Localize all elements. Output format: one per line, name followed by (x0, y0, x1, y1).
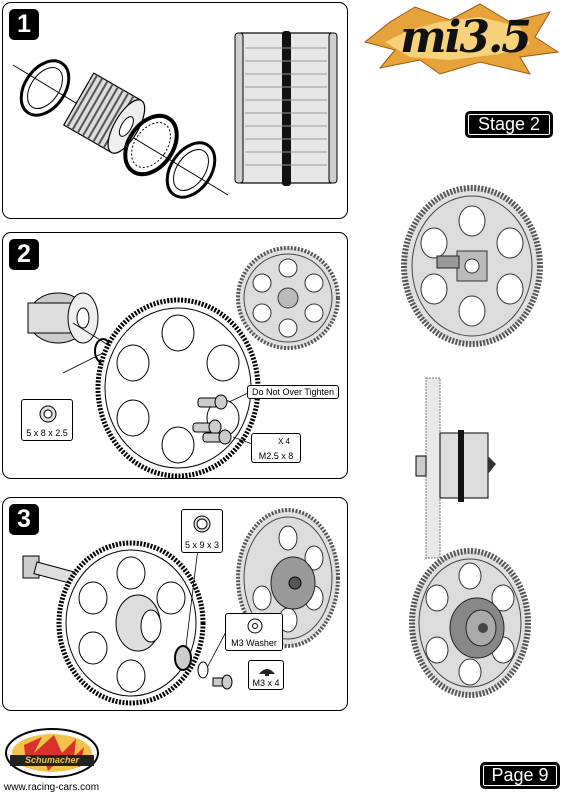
washer-size-label: 5 x 8 x 2.5 (21, 399, 73, 441)
step-2-panel: 2 (2, 232, 348, 479)
schumacher-logo-graphic (5, 728, 99, 778)
schumacher-logo: Schumacher (4, 727, 100, 779)
step-number-badge: 3 (9, 504, 39, 535)
washer-text: M3 Washer (231, 638, 277, 648)
step-3-panel: 3 5 x 9 x 3 (2, 497, 348, 711)
washer-size-text: 5 x 8 x 2.5 (26, 428, 68, 438)
logo-splash-graphic (363, 3, 560, 75)
step-3-exploded-diagram (22, 508, 340, 706)
completed-gear-assembly-illustration (409, 548, 531, 698)
bearing-size-label: 5 x 9 x 3 (181, 509, 223, 553)
website-url: www.racing-cars.com (4, 782, 100, 793)
screw-spec-label: X 4 M2.5 x 8 (251, 433, 301, 463)
screw-size-text: M2.5 x 8 (258, 451, 294, 461)
mi35-logo: mi3.5 (360, 2, 560, 77)
m3-washer-icon (247, 618, 263, 634)
schumacher-logo-text: Schumacher (24, 755, 80, 765)
step-1-exploded-diagram (12, 31, 338, 199)
side-view-illustration (415, 377, 496, 559)
bearing-size-text: 5 x 9 x 3 (184, 540, 220, 550)
screw-qty-text: X 4 (278, 437, 291, 446)
logo-text: mi3.5 (400, 12, 532, 63)
washer-label: M3 Washer (225, 613, 283, 651)
bearing-icon (193, 515, 211, 533)
screw-size-text: M3 x 4 (252, 678, 280, 688)
warning-label: Do Not Over Tighten (247, 385, 339, 399)
stage-badge: Stage 2 (465, 111, 553, 138)
page-label: Page 9 (491, 765, 549, 785)
page-badge: Page 9 (480, 762, 560, 789)
screw-spec-label: M3 x 4 (248, 660, 284, 690)
step-1-panel: 1 (2, 2, 348, 219)
button-screw-icon (259, 669, 275, 676)
washer-icon (39, 405, 57, 423)
assembled-spur-gear-illustration (401, 185, 543, 347)
step-number-badge: 1 (9, 9, 39, 40)
step-number-badge: 2 (9, 239, 39, 270)
stage-label: Stage 2 (477, 114, 541, 134)
